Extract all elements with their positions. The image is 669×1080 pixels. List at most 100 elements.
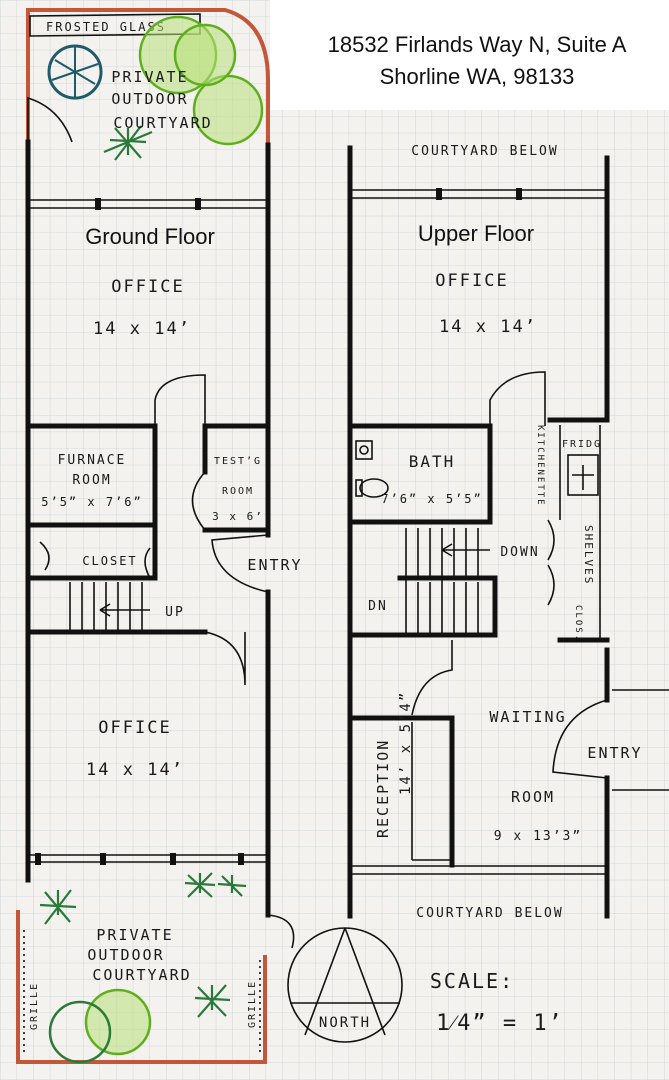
fern-icon bbox=[39, 889, 77, 925]
waiting-room-label: ROOM bbox=[511, 788, 555, 806]
reception-label: RECEPTION bbox=[374, 739, 392, 838]
address-line-1: 18532 Firlands Way N, Suite A bbox=[328, 32, 627, 57]
upper-office-size: 14 x 14’ bbox=[439, 317, 537, 337]
upper-down-label: DOWN bbox=[500, 545, 539, 560]
toilet-tank-icon bbox=[355, 479, 363, 497]
scale-title: SCALE: bbox=[430, 969, 514, 993]
shelves-label: SHELVES bbox=[582, 525, 595, 585]
front-window-wall bbox=[28, 854, 268, 863]
fern-icon bbox=[194, 984, 231, 1018]
furnace-room-size: 5’5” x 7’6” bbox=[41, 495, 142, 509]
entry-landing bbox=[612, 689, 669, 791]
ground-rear-office-size: 14 x 14’ bbox=[93, 319, 191, 339]
fern-icon bbox=[103, 125, 153, 161]
reception-size: 14’ x 5’4” bbox=[398, 691, 414, 795]
reception-desk bbox=[411, 722, 452, 861]
courtyard-below-top-label: COURTYARD BELOW bbox=[411, 144, 558, 159]
upper-front-window-wall bbox=[350, 865, 607, 875]
front-courtyard-gate bbox=[267, 914, 295, 949]
upper-entry-label: ENTRY bbox=[587, 744, 642, 762]
upper-floor-title: Upper Floor bbox=[418, 221, 534, 246]
front-courtyard-line-1: PRIVATE bbox=[96, 926, 173, 944]
address-backdrop bbox=[270, 0, 669, 110]
testing-room-size: 3 x 6’ bbox=[212, 510, 264, 523]
ground-floor-title: Ground Floor bbox=[85, 224, 215, 249]
stairs-up-arrow bbox=[99, 603, 150, 617]
furnace-room-label-2: ROOM bbox=[72, 473, 111, 488]
ground-front-office-size: 14 x 14’ bbox=[86, 760, 184, 780]
sink-icon bbox=[355, 440, 373, 460]
ground-entry-door bbox=[211, 534, 269, 593]
window-mullion bbox=[238, 853, 244, 865]
furnace-room-label-1: FURNACE bbox=[58, 453, 127, 468]
upper-office-door bbox=[489, 371, 546, 426]
ground-closet-label: CLOSET bbox=[82, 554, 137, 568]
upper-office-label: OFFICE bbox=[435, 271, 508, 291]
fridge-shelf-icon bbox=[572, 465, 594, 490]
upper-closet-label: CLOS. bbox=[573, 605, 583, 642]
upper-entry-door bbox=[552, 699, 608, 779]
fridge-label: FRIDG bbox=[562, 439, 602, 450]
waiting-label: WAITING bbox=[489, 708, 566, 726]
ground-front-office-door bbox=[204, 631, 246, 686]
ground-floor-plan: FROSTED GLASS PRIVATE OUTDOOR COURTYARD … bbox=[16, 8, 302, 1064]
ground-rear-office-label: OFFICE bbox=[111, 277, 184, 297]
window-mullion bbox=[195, 198, 201, 210]
waiting-room-size: 9 x 13’3” bbox=[494, 829, 582, 844]
tree-icon bbox=[48, 1000, 112, 1064]
front-courtyard-line-3: COURTYARD bbox=[92, 966, 191, 984]
upper-stairs bbox=[347, 528, 498, 638]
fern-icon bbox=[184, 872, 216, 898]
upper-rear-window-wall bbox=[350, 189, 607, 199]
front-courtyard-line-2: OUTDOOR bbox=[87, 946, 164, 964]
kitchen-cabinet-door bbox=[547, 519, 555, 561]
sink-bowl-icon bbox=[359, 445, 369, 455]
ground-stairs-up-label: UP bbox=[165, 605, 185, 620]
fridge-icon bbox=[567, 454, 599, 496]
rear-courtyard-line-2: OUTDOOR bbox=[111, 90, 188, 108]
window-mullion bbox=[35, 853, 41, 865]
bath-label: BATH bbox=[409, 452, 456, 471]
window-mullion bbox=[516, 188, 522, 200]
testing-room-label-2: ROOM bbox=[222, 486, 254, 497]
rear-window-wall bbox=[28, 199, 268, 209]
window-mullion bbox=[170, 853, 176, 865]
upper-dn-label: DN bbox=[368, 599, 388, 614]
rear-courtyard-line-3: COURTYARD bbox=[113, 114, 212, 132]
compass-label: NORTH bbox=[319, 1015, 371, 1031]
rear-courtyard-line-1: PRIVATE bbox=[111, 68, 188, 86]
testing-room-label-1: TEST’G bbox=[214, 456, 262, 467]
window-mullion bbox=[95, 198, 101, 210]
shrub-spokes-icon bbox=[51, 46, 99, 98]
north-compass: NORTH bbox=[287, 927, 403, 1043]
toilet-icon bbox=[359, 478, 389, 498]
reception-door bbox=[411, 640, 453, 716]
window-mullion bbox=[436, 188, 442, 200]
grille-left-label: GRILLE bbox=[29, 982, 40, 1030]
ground-entry-label: ENTRY bbox=[247, 556, 302, 574]
courtyard-below-bottom-label: COURTYARD BELOW bbox=[416, 906, 563, 921]
scale-value: 1⁄4” = 1’ bbox=[436, 1011, 564, 1036]
grille-right-label: GRILLE bbox=[247, 980, 258, 1028]
rear-courtyard-door bbox=[27, 96, 73, 143]
window-mullion bbox=[100, 853, 106, 865]
kitchen-cabinet-door bbox=[547, 564, 555, 606]
address-line-2: Shorline WA, 98133 bbox=[380, 64, 575, 89]
ground-testing-door bbox=[191, 471, 206, 531]
ground-rear-office-door bbox=[154, 374, 206, 426]
kitchen-counter bbox=[559, 425, 601, 640]
rear-courtyard-brick-wall bbox=[26, 8, 270, 145]
ground-closet-door bbox=[39, 541, 50, 571]
frosted-glass-label: FROSTED GLASS bbox=[46, 20, 166, 34]
front-courtyard-brick-wall bbox=[16, 910, 267, 1064]
upper-floor-plan: COURTYARD BELOW Upper Floor OFFICE 14 x … bbox=[347, 144, 669, 921]
fern-icon bbox=[217, 875, 247, 897]
tree-icon bbox=[84, 988, 152, 1056]
ground-stairs bbox=[69, 582, 150, 632]
ground-closet-door-right bbox=[144, 547, 151, 579]
ground-front-office-label: OFFICE bbox=[98, 718, 171, 738]
tree-icon bbox=[173, 23, 237, 87]
compass-arrow-icon bbox=[290, 927, 400, 1036]
